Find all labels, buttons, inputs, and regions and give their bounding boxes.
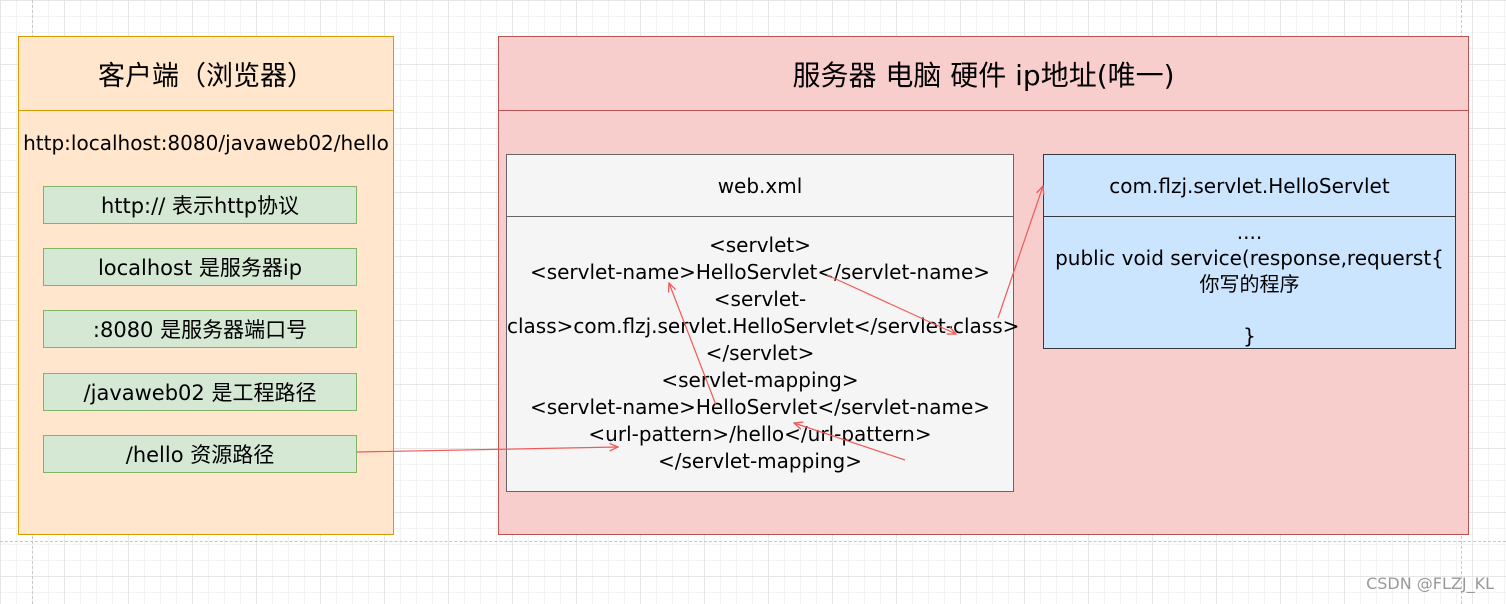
xml-line: <servlet-mapping> (661, 368, 859, 392)
servlet-class-title: com.flzj.servlet.HelloServlet (1044, 155, 1455, 217)
client-browser-panel: 客户端（浏览器） http:localhost:8080/javaweb02/h… (18, 36, 394, 535)
servlet-class-box: com.flzj.servlet.HelloServlet .... publi… (1043, 154, 1456, 349)
server-title: 服务器 电脑 硬件 ip地址(唯一) (499, 37, 1468, 111)
servlet-class-content: .... public void service(response,requer… (1044, 219, 1455, 349)
code-line: .... (1236, 220, 1263, 244)
code-line: 你写的程序 (1199, 272, 1300, 296)
client-title: 客户端（浏览器） (19, 37, 393, 111)
code-line: public void service(response,requerst{ (1055, 246, 1444, 270)
url-part-protocol: http:// 表示http协议 (43, 186, 357, 224)
url-part-context-path: /javaweb02 是工程路径 (43, 373, 357, 411)
xml-line: <servlet-name>HelloServlet</servlet-name… (529, 395, 991, 419)
xml-line: class>com.flzj.servlet.HelloServlet</ser… (507, 314, 1020, 338)
xml-line: <servlet- (713, 287, 807, 311)
xml-line: </servlet> (705, 341, 815, 365)
xml-line: <servlet-name>HelloServlet</servlet-name… (529, 260, 991, 284)
xml-line: <servlet> (708, 233, 811, 257)
xml-line: <url-pattern>/hello</url-pattern> (588, 422, 932, 446)
xml-line: </servlet-mapping> (657, 449, 862, 473)
url-part-host: localhost 是服务器ip (43, 248, 357, 286)
guide-line (0, 541, 1506, 542)
arrow-hello-to-url-pattern (356, 447, 618, 453)
url-part-resource-path: /hello 资源路径 (43, 435, 357, 473)
client-url: http:localhost:8080/javaweb02/hello (23, 131, 389, 155)
web-xml-box: web.xml <servlet> <servlet-name>HelloSer… (506, 154, 1020, 492)
code-line: } (1243, 324, 1256, 348)
url-part-port: :8080 是服务器端口号 (43, 310, 357, 348)
arrow-url-pattern-to-mapping-name (794, 423, 906, 461)
arrow-servlet-class-to-class-box (997, 186, 1043, 319)
arrow-mapping-name-to-servlet-name (669, 283, 717, 406)
watermark: CSDN @FLZJ_KL (1366, 574, 1494, 593)
arrow-servlet-name-to-servlet-class (826, 274, 956, 334)
web-xml-title: web.xml (507, 155, 1013, 217)
web-xml-content: <servlet> <servlet-name>HelloServlet</se… (507, 232, 1020, 475)
